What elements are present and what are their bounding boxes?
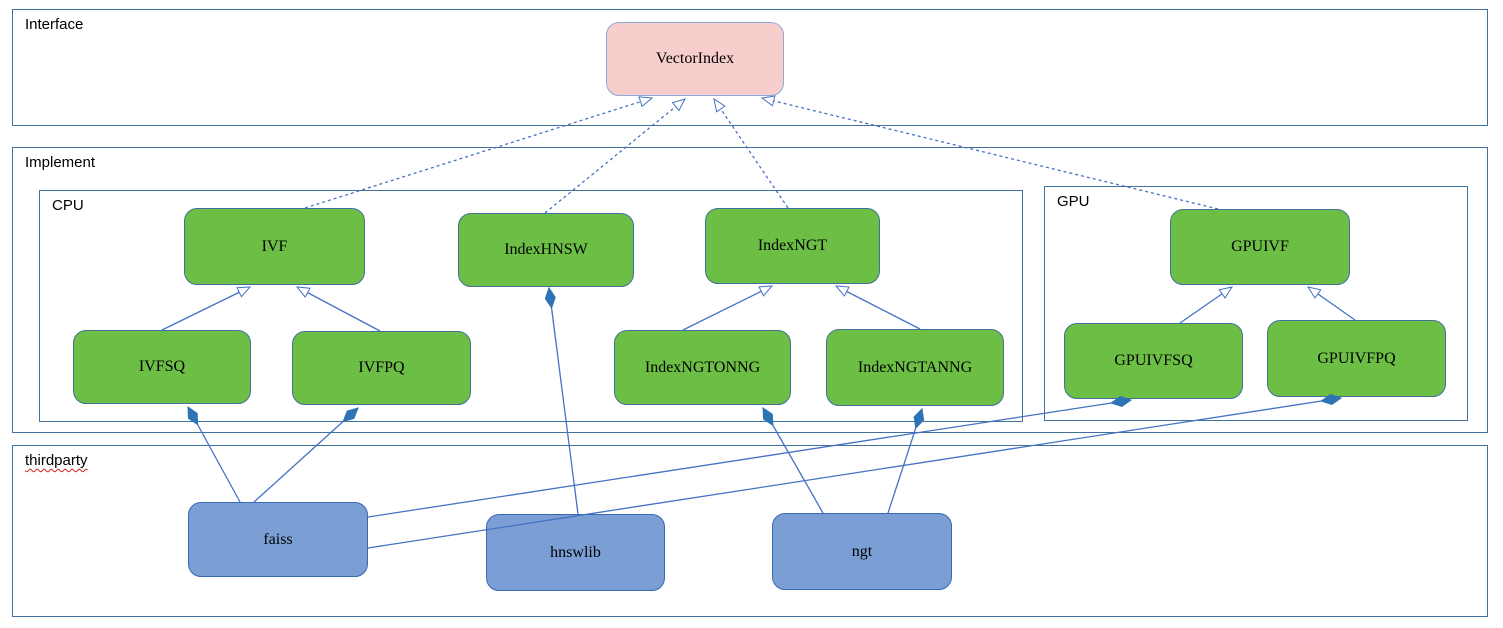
node-gpuivf: GPUIVF (1170, 209, 1350, 285)
node-faiss: faiss (188, 502, 368, 577)
node-ngt: ngt (772, 513, 952, 590)
node-indexhnsw: IndexHNSW (458, 213, 634, 287)
node-gpuivfpq: GPUIVFPQ (1267, 320, 1446, 397)
node-indexngtonng: IndexNGTONNG (614, 330, 791, 405)
implement-label: Implement (25, 154, 96, 171)
interface-label: Interface (25, 16, 84, 33)
thirdparty-label: thirdparty (25, 452, 88, 469)
node-indexngtanng: IndexNGTANNG (826, 329, 1004, 406)
node-ivf: IVF (184, 208, 365, 285)
cpu-label: CPU (52, 197, 84, 214)
node-ivfsq: IVFSQ (73, 330, 251, 404)
node-gpuivfsq: GPUIVFSQ (1064, 323, 1243, 399)
gpu-label: GPU (1057, 193, 1090, 210)
node-vectorindex: VectorIndex (606, 22, 784, 96)
node-indexngt: IndexNGT (705, 208, 880, 284)
node-hnswlib: hnswlib (486, 514, 665, 591)
node-ivfpq: IVFPQ (292, 331, 471, 405)
